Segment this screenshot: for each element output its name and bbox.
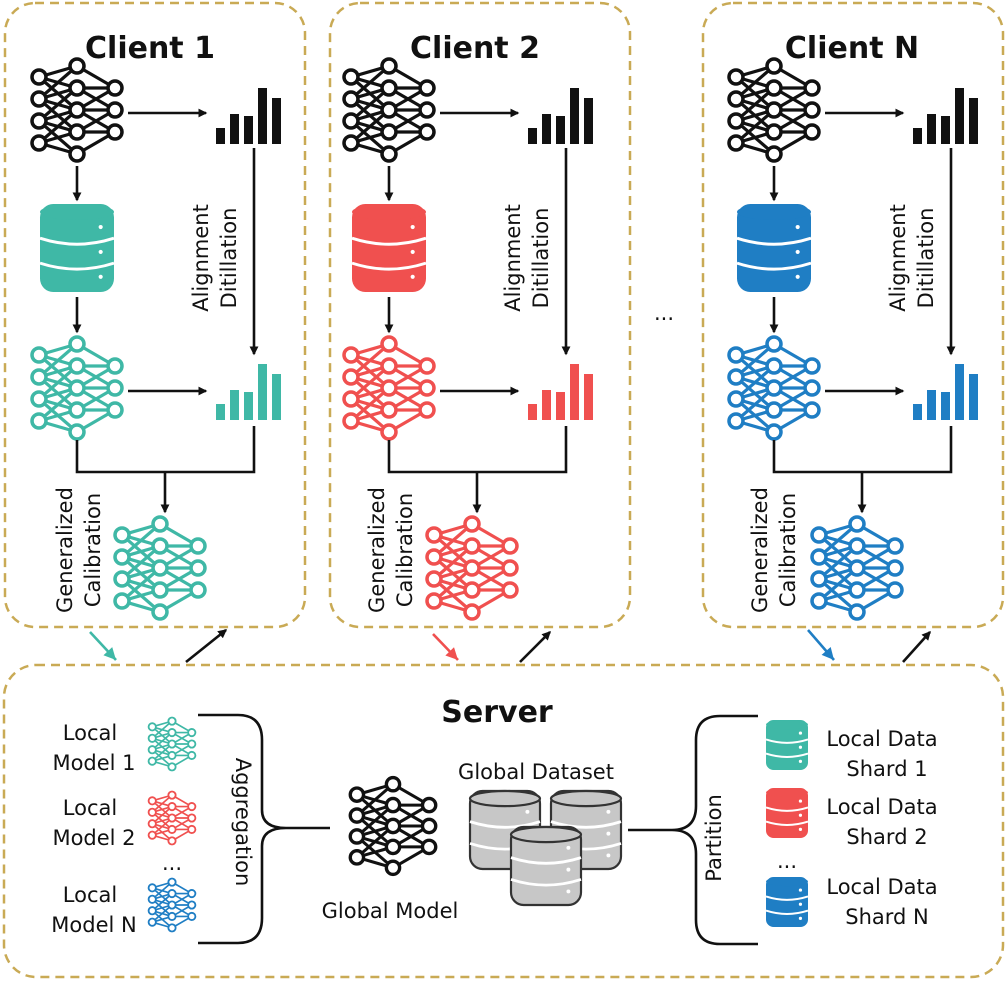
client-n-student-logits-icon <box>913 364 978 420</box>
client-1-calibrated-network-icon <box>113 515 207 621</box>
client-n-calib-label-1: Generalized <box>748 487 772 613</box>
client-1-teacher-network-icon <box>30 57 124 163</box>
partition-label: Partition <box>702 794 726 882</box>
client-n-teacher-network-icon <box>727 57 821 163</box>
client-1-align-label-2: Ditillation <box>217 208 241 309</box>
local-model-2-line2: Model 2 <box>52 826 135 850</box>
diagram-shapes <box>30 57 978 946</box>
client-2-teacher-network-icon <box>342 57 436 163</box>
client-n-align-label-1: Alignment <box>886 204 910 312</box>
aggregation-bracket <box>198 713 330 945</box>
local-model-1-line2: Model 1 <box>52 751 135 775</box>
client-2-panel <box>328 1 632 629</box>
aggregation-label: Aggregation <box>231 758 255 887</box>
client-n-teacher-logits-icon <box>913 88 978 144</box>
client-n-title: Client N <box>785 31 919 66</box>
server-title: Server <box>441 695 553 730</box>
shard-n-line2: Shard N <box>845 905 929 929</box>
client-1-title: Client 1 <box>85 31 215 66</box>
client-1-teacher-logits-icon <box>216 88 281 144</box>
client-1-align-label-1: Alignment <box>189 204 213 312</box>
client-1-calibration-connector <box>75 426 256 474</box>
shard-2-line1: Local Data <box>826 795 937 819</box>
client-2-calibrated-network-icon <box>425 515 519 621</box>
server-panel <box>2 663 1005 979</box>
client-n-calib-label-2: Calibration <box>776 493 800 607</box>
client-n-upload-arrow-head <box>821 647 834 660</box>
global-model-label: Global Model <box>322 899 459 923</box>
global-dataset-label: Global Dataset <box>458 760 614 784</box>
client-n-calibration-connector <box>772 426 953 474</box>
shard-1-line1: Local Data <box>826 727 937 751</box>
client-1-calib-label-2: Calibration <box>81 493 105 607</box>
client-2-download-arrow <box>519 631 551 663</box>
client-2-local-data-icon <box>351 204 427 292</box>
client-2-student-network-icon <box>342 335 436 441</box>
client-1-local-data-icon <box>39 204 115 292</box>
client-n-student-network-icon <box>727 335 821 441</box>
global-model-icon <box>348 775 438 877</box>
client-2-student-logits-icon <box>528 364 593 420</box>
client-2-align-label-2: Ditillation <box>529 208 553 309</box>
client-2-calib-label-1: Generalized <box>365 487 389 613</box>
local-models-ellipsis: ... <box>162 851 182 875</box>
client-n-panel <box>701 1 1005 629</box>
client-2-calib-label-2: Calibration <box>393 493 417 607</box>
local-model-n-line2: Model N <box>51 913 136 937</box>
shard-2-line2: Shard 2 <box>846 825 927 849</box>
partition-bracket <box>628 714 758 946</box>
client-1-upload-arrow-head <box>103 647 116 660</box>
shard-1-line2: Shard 1 <box>846 757 927 781</box>
client-2-upload-arrow-head <box>445 647 458 660</box>
client-2-align-label-1: Alignment <box>501 204 525 312</box>
client-1-panel <box>3 1 307 629</box>
client-n-align-label-2: Ditillation <box>914 208 938 309</box>
shards-ellipsis: ... <box>777 849 797 873</box>
shard-2-icon <box>765 788 809 838</box>
client-n-local-data-icon <box>736 204 812 292</box>
server-local-model-2-icon <box>147 790 197 846</box>
client-2-title: Client 2 <box>410 31 540 66</box>
client-1-student-logits-icon <box>216 364 281 420</box>
local-model-2-line1: Local <box>63 796 117 820</box>
client-1-download-arrow <box>185 628 228 664</box>
shard-n-icon <box>765 877 809 927</box>
local-model-1-line1: Local <box>63 721 117 745</box>
client-1-student-network-icon <box>30 335 124 441</box>
client-2-teacher-logits-icon <box>528 88 593 144</box>
global-dataset-icon-front <box>509 825 583 907</box>
client-n-download-arrow <box>902 630 931 663</box>
client-1-calib-label-1: Generalized <box>53 487 77 613</box>
client-n-calibrated-network-icon <box>810 515 904 621</box>
client-2-calibration-connector <box>387 426 568 474</box>
server-local-model-n-icon <box>147 877 197 933</box>
shard-1-icon <box>765 720 809 770</box>
clients-ellipsis: ... <box>654 301 674 325</box>
server-local-model-1-icon <box>147 716 197 772</box>
local-model-n-line1: Local <box>63 883 117 907</box>
shard-n-line1: Local Data <box>826 875 937 899</box>
